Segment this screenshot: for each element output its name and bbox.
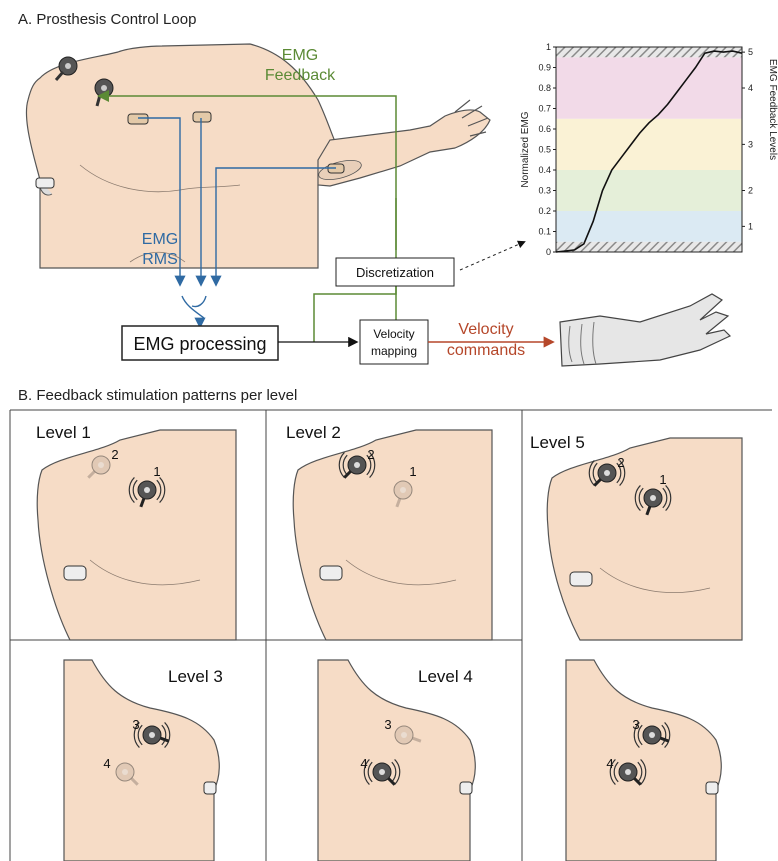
emg-chart: 0 0.1 0.2 0.3 0.4 0.5 0.6 0.7 0.8 0.9 1 1 2 3 4 5Normal… [520, 42, 778, 257]
electrode-number: 4 [360, 756, 367, 771]
velocity-commands-label: commands [447, 342, 525, 359]
section-b-title: B. Feedback stimulation patterns per lev… [18, 387, 297, 404]
prosthetic-hand [560, 294, 730, 366]
chart-ylabel: Normalized EMG [520, 111, 531, 187]
y2-tick-label: 4 [748, 83, 753, 93]
electrode-center [650, 495, 656, 501]
panel-level-3-label: Level 3 [168, 667, 223, 686]
back-illustration [64, 660, 721, 861]
electrode-number: 1 [409, 464, 416, 479]
electrode-center [122, 769, 128, 775]
y-tick-label: 0.7 [538, 104, 551, 114]
y-tick-label: 0.8 [538, 83, 551, 93]
electrode-center [379, 769, 385, 775]
emg-feedback-label: EMG [282, 47, 318, 64]
emg-processing-label: EMG processing [133, 334, 266, 354]
electrode-number: 2 [617, 455, 624, 470]
y-tick-label: 0.4 [538, 165, 551, 175]
y-tick-label: 0 [546, 247, 551, 257]
y-tick-label: 1 [546, 42, 551, 52]
panel-level-1-label: Level 1 [36, 423, 91, 442]
velocity-commands-label: Velocity [458, 321, 513, 338]
panel-level-4-label: Level 4 [418, 667, 473, 686]
electrode-center [144, 487, 150, 493]
electrode-number: 4 [606, 756, 613, 771]
y2-tick-label: 5 [748, 47, 753, 57]
y-tick-label: 0.9 [538, 63, 551, 73]
discretization-label: Discretization [356, 265, 434, 280]
chart-band-level-5 [556, 47, 742, 57]
discretization-to-chart-arrow [460, 242, 524, 270]
y2-tick-label: 1 [748, 221, 753, 231]
chart-band-level-3 [556, 119, 742, 170]
electrode-center [400, 487, 406, 493]
velocity-mapping-label: Velocity [373, 327, 414, 341]
electrode-number: 1 [659, 472, 666, 487]
section-a-title: A. Prosthesis Control Loop [18, 11, 196, 28]
velocity-mapping-label: mapping [371, 344, 417, 358]
electrode-center [625, 769, 631, 775]
electrode-center [149, 732, 155, 738]
y2-tick-label: 2 [748, 186, 753, 196]
electrode-center [354, 462, 360, 468]
electrode-number: 1 [153, 464, 160, 479]
y-tick-label: 0.3 [538, 186, 551, 196]
y-tick-label: 0.2 [538, 206, 551, 216]
chart-y2label: EMG Feedback Levels [767, 59, 778, 160]
chart-band-level-2 [556, 170, 742, 211]
electrode-center [98, 462, 104, 468]
chart-band-level-4 [556, 57, 742, 119]
y-tick-label: 0.1 [538, 227, 551, 237]
electrode-center [604, 470, 610, 476]
emg-feedback-label: Feedback [265, 67, 336, 84]
electrode-number: 3 [632, 717, 639, 732]
electrode-number: 3 [132, 717, 139, 732]
shoulder-illustration [37, 430, 742, 640]
panel-level-2-label: Level 2 [286, 423, 341, 442]
electrode-number: 2 [111, 447, 118, 462]
y-tick-label: 0.6 [538, 124, 551, 134]
y-tick-label: 0.5 [538, 145, 551, 155]
emg-rms-label: EMG [142, 231, 178, 248]
electrode-center [649, 732, 655, 738]
panel-level-5-label: Level 5 [530, 433, 585, 452]
electrode-number: 4 [103, 756, 110, 771]
electrode-number: 3 [384, 717, 391, 732]
y2-tick-label: 3 [748, 139, 753, 149]
emg-rms-label: RMS [142, 251, 178, 268]
electrode-number: 2 [367, 447, 374, 462]
rms-merge-arrow [182, 296, 206, 318]
electrode-center [401, 732, 407, 738]
chart-band-level-1 [556, 211, 742, 242]
